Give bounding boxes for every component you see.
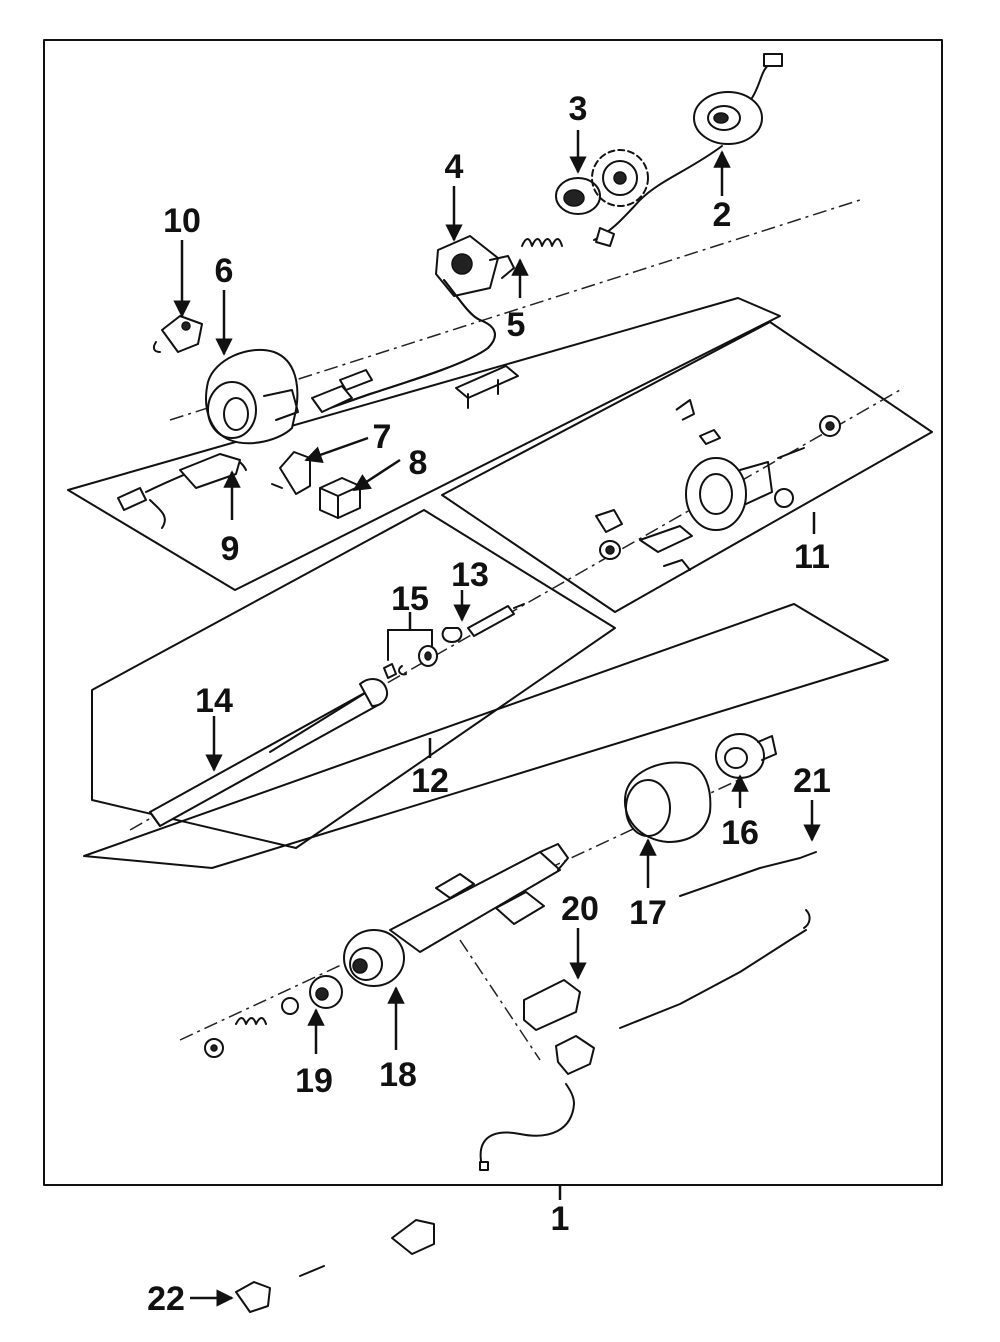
callout-15: 15 — [391, 580, 429, 618]
callout-20: 20 — [561, 890, 599, 928]
part-18-column-jacket — [343, 843, 569, 987]
ground-wire — [479, 1083, 575, 1171]
callout-21: 21 — [793, 762, 831, 800]
callout-11: 11 — [794, 538, 830, 576]
spring — [521, 238, 563, 247]
callout-9: 9 — [221, 530, 240, 568]
callout-7: 7 — [373, 418, 392, 456]
part-4-switch-harness — [311, 235, 515, 413]
part-3-cam-gear — [555, 149, 649, 215]
column-jacket-panel — [83, 603, 889, 869]
part-15-bushings — [383, 629, 438, 679]
part-6-housing-cover — [205, 348, 299, 445]
callout-16: 16 — [721, 814, 759, 852]
part-19-bearing-set — [204, 975, 343, 1058]
part-13-shaft-pin — [441, 603, 525, 643]
part-17-bowl — [623, 761, 712, 843]
callout-1: 1 — [551, 1200, 570, 1238]
callout-13: 13 — [451, 556, 489, 594]
callout-12: 12 — [411, 762, 449, 800]
callout-17: 17 — [629, 894, 667, 932]
callout-3: 3 — [569, 90, 588, 128]
part-2-coil-sensor — [593, 53, 783, 247]
part-14-steering-shaft — [149, 678, 388, 827]
centerline-bracket — [459, 939, 541, 1061]
callout-8: 8 — [409, 444, 428, 482]
callout-4: 4 — [445, 148, 464, 186]
callout-5: 5 — [507, 306, 526, 344]
leader-arrows — [173, 130, 821, 1307]
part-8-block — [319, 477, 361, 519]
part-16-bearing — [715, 733, 777, 779]
assembly-frame — [43, 39, 943, 1186]
callout-18: 18 — [379, 1056, 417, 1094]
switch-subassembly-panel — [67, 297, 781, 591]
switch-bracket — [455, 365, 519, 409]
part-22-intermediate-shaft — [235, 1219, 435, 1313]
part-10-switch — [152, 315, 203, 353]
callout-14: 14 — [195, 682, 233, 720]
callout-22: 22 — [147, 1280, 185, 1318]
part-9-wire-harness — [117, 453, 247, 529]
callout-19: 19 — [295, 1062, 333, 1100]
callout-2: 2 — [713, 196, 732, 234]
callout-10: 10 — [163, 202, 201, 240]
part-20-switch — [523, 979, 595, 1075]
shaft-panel-12 — [91, 509, 616, 849]
callout-6: 6 — [215, 252, 234, 290]
part-21-rods — [619, 851, 817, 1029]
part-11-lock-housing — [595, 399, 841, 571]
lock-housing-panel-11 — [441, 321, 933, 613]
part-7-pivot-switch — [271, 451, 311, 495]
